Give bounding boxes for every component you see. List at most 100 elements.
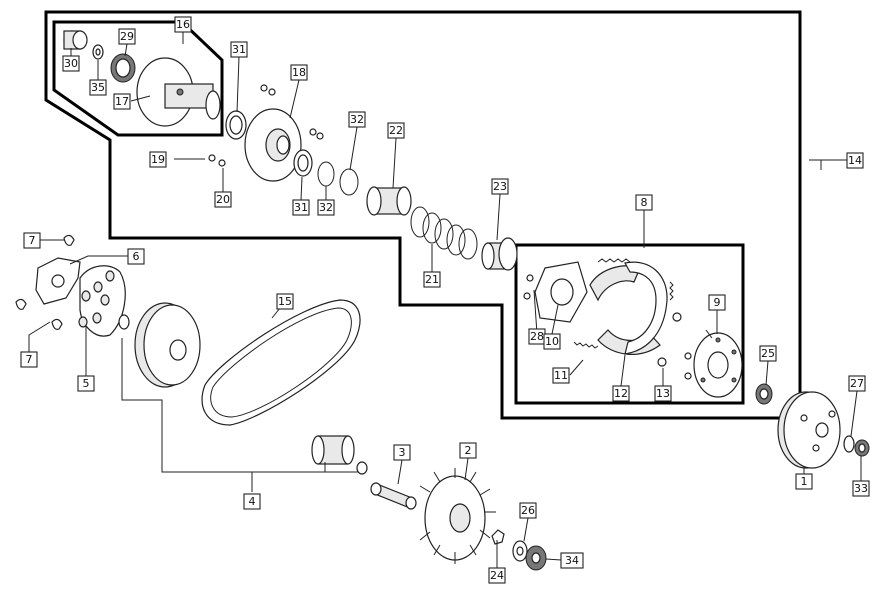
callout-1-text: 1 — [801, 475, 808, 488]
callout-19-text: 19 — [151, 153, 165, 166]
callout-34-text: 34 — [565, 554, 579, 567]
callout-1: 1 — [795, 473, 813, 490]
callout-22-text: 22 — [389, 124, 403, 137]
part-29-seal — [110, 53, 136, 83]
callout-29: 29 — [118, 28, 136, 45]
callout-23-text: 23 — [493, 180, 507, 193]
part-22-collar — [366, 186, 412, 216]
callout-13-text: 13 — [656, 387, 670, 400]
callout-9-text: 9 — [714, 296, 721, 309]
callout-30: 30 — [62, 55, 80, 72]
small-pins — [208, 84, 324, 167]
callout-35: 35 — [89, 79, 107, 96]
callout-28-text: 28 — [530, 330, 544, 343]
part-30-bushing — [63, 30, 88, 50]
callout-4: 4 — [243, 493, 261, 510]
callout-31b-text: 31 — [294, 201, 308, 214]
part-26-washer — [512, 540, 528, 562]
part-12-clutch-shoes — [589, 261, 668, 355]
callout-26-text: 26 — [521, 504, 535, 517]
part-4-variator-half — [118, 302, 201, 388]
part-11-springs — [573, 258, 674, 349]
callout-20-text: 20 — [216, 193, 230, 206]
callout-32a: 32 — [348, 111, 366, 128]
callout-12: 12 — [612, 385, 630, 402]
callout-11-text: 11 — [554, 369, 568, 382]
callout-13: 13 — [654, 385, 672, 402]
part-9-drive-plate — [693, 329, 743, 398]
callout-2: 2 — [459, 442, 477, 459]
part-2-fan-pulley — [419, 468, 496, 564]
callout-27: 27 — [848, 375, 866, 392]
part-18-movable-half — [244, 108, 302, 182]
callout-10-text: 10 — [545, 335, 559, 348]
callout-7a-text: 7 — [29, 234, 36, 247]
part-7-slider-top — [63, 234, 75, 246]
callout-8: 8 — [635, 194, 653, 211]
callout-21: 21 — [423, 271, 441, 288]
callout-19: 19 — [149, 151, 167, 168]
callout-15-text: 15 — [278, 295, 292, 308]
callout-9: 9 — [708, 294, 726, 311]
callout-15: 15 — [276, 293, 294, 310]
callout-32b-text: 32 — [319, 201, 333, 214]
part-27-washer — [843, 435, 855, 453]
callout-32a-text: 32 — [350, 113, 364, 126]
callout-16-text: 16 — [176, 18, 190, 31]
callout-3-text: 3 — [399, 446, 406, 459]
callout-11: 11 — [552, 367, 570, 384]
part-15-drive-belt — [201, 299, 361, 426]
part-33-nut — [854, 439, 870, 457]
callout-22: 22 — [387, 122, 405, 139]
part-31-ring-lower — [293, 149, 313, 177]
callout-3: 3 — [393, 444, 411, 461]
callout-26: 26 — [519, 502, 537, 519]
callout-10: 10 — [543, 333, 561, 350]
callout-7b: 7 — [20, 351, 38, 368]
part-31-ring-upper — [225, 110, 247, 140]
assembly-frame-14 — [44, 10, 802, 420]
callout-23: 23 — [491, 178, 509, 195]
assembly-frame-8 — [514, 243, 745, 405]
part-1-clutch-bell — [777, 391, 841, 469]
callout-30-text: 30 — [64, 57, 78, 70]
part-4-collar — [311, 435, 368, 475]
callout-20: 20 — [214, 191, 232, 208]
callout-7b-text: 7 — [26, 353, 33, 366]
callout-25: 25 — [759, 345, 777, 362]
callout-17: 17 — [113, 93, 131, 110]
callout-8-text: 8 — [641, 196, 648, 209]
callout-25-text: 25 — [761, 347, 775, 360]
callout-18-text: 18 — [292, 66, 306, 79]
callout-24-text: 24 — [490, 569, 504, 582]
callout-7a: 7 — [23, 232, 41, 249]
callout-6: 6 — [127, 248, 145, 265]
callout-14-text: 14 — [848, 154, 862, 167]
part-6-ramp-plate — [35, 257, 81, 305]
part-17-driven-pulley — [136, 57, 221, 127]
callout-12-text: 12 — [614, 387, 628, 400]
part-35-washer — [92, 44, 104, 60]
part-13-bushings — [657, 312, 692, 380]
callout-18: 18 — [290, 64, 308, 81]
part-10-plate — [534, 261, 588, 323]
leader-lines — [28, 32, 862, 568]
callout-5-text: 5 — [83, 377, 90, 390]
callout-17-text: 17 — [115, 95, 129, 108]
callout-31b: 31 — [292, 199, 310, 216]
part-28-nuts — [523, 274, 534, 300]
callout-14: 14 — [846, 152, 864, 169]
part-25-nut — [755, 383, 773, 405]
callout-2-text: 2 — [465, 444, 472, 457]
callout-34: 34 — [560, 552, 584, 569]
callout-31a: 31 — [230, 41, 248, 58]
part-7-sliders-left — [15, 298, 63, 330]
callout-5: 5 — [77, 375, 95, 392]
part-23-spring-seat — [481, 237, 518, 271]
callout-28: 28 — [528, 328, 546, 345]
callout-24: 24 — [488, 567, 506, 584]
callout-4-text: 4 — [249, 495, 256, 508]
part-34-nut — [525, 545, 547, 571]
